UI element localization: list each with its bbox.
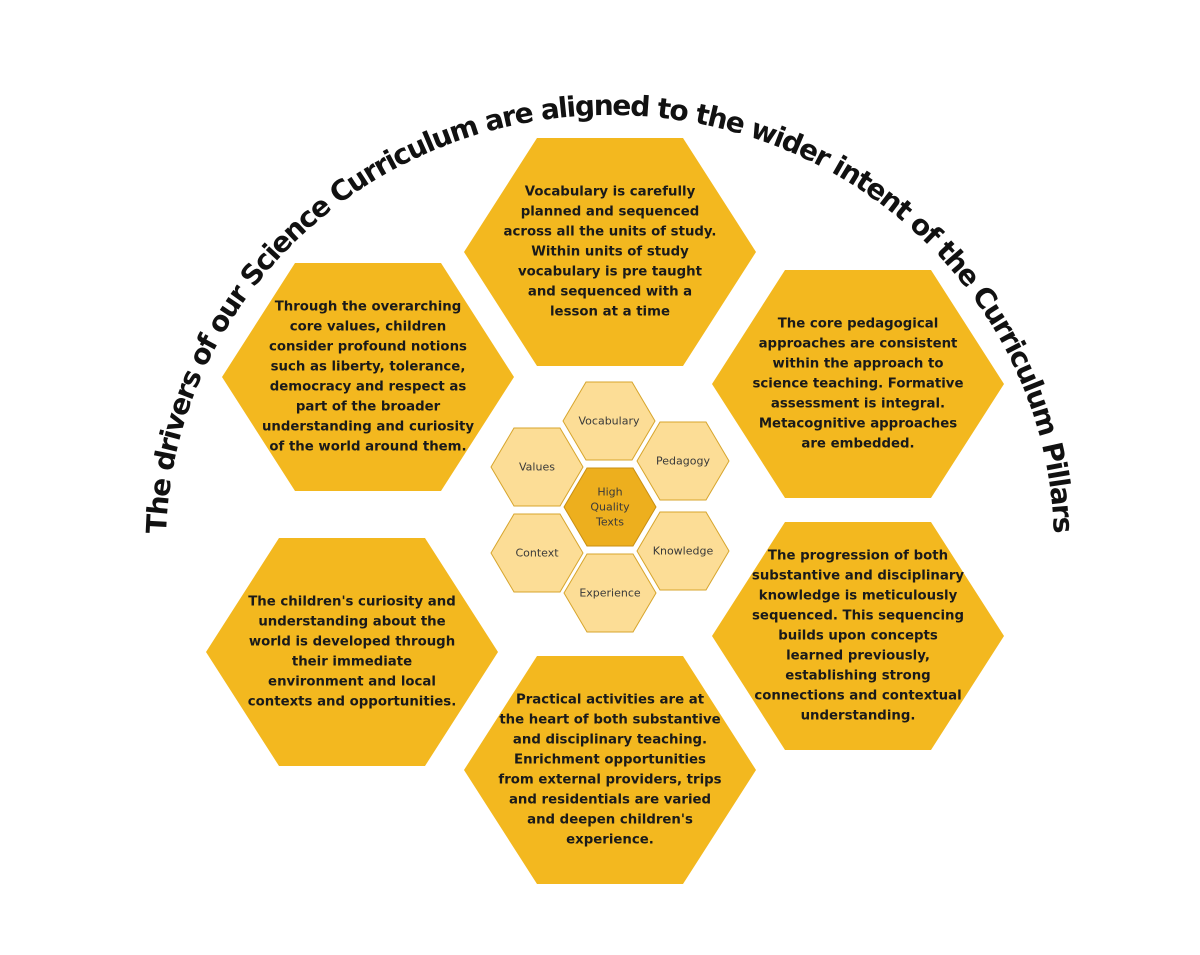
hex-experience-detail: Practical activities are at the heart of … xyxy=(464,656,756,884)
hex-vocabulary-detail-text: Vocabulary is carefully planned and seque… xyxy=(504,185,717,320)
text-line: consider profound notions xyxy=(269,340,467,355)
text-line: Metacognitive approaches xyxy=(759,417,957,432)
text-line: planned and sequenced xyxy=(521,205,700,220)
hexagon-shape xyxy=(222,263,514,491)
text-line: across all the units of study. xyxy=(504,225,717,240)
hex-knowledge-detail-text: The progression of both substantive and d… xyxy=(752,549,964,724)
text-line: environment and local xyxy=(268,675,436,690)
text-line: Through the overarching xyxy=(275,300,462,315)
hexagon-shape xyxy=(636,511,730,591)
text-line: Practical activities are at xyxy=(516,693,705,708)
text-line: Enrichment opportunities xyxy=(514,753,706,768)
hex-values: Values xyxy=(490,427,584,507)
hexagon-shape xyxy=(712,270,1004,498)
text-line: establishing strong xyxy=(785,669,930,684)
text-line: such as liberty, tolerance, xyxy=(271,360,466,375)
text-line: are embedded. xyxy=(801,437,914,452)
text-line: The children's curiosity and xyxy=(248,595,456,610)
hex-context-label: Context xyxy=(515,547,559,560)
text-line: approaches are consistent xyxy=(759,337,958,352)
text-line: Vocabulary is carefully xyxy=(525,185,696,200)
text-line: from external providers, trips xyxy=(498,773,721,788)
text-line: learned previously, xyxy=(786,649,930,664)
hex-pedagogy: Pedagogy xyxy=(636,421,730,501)
hex-experience-detail-text: Practical activities are at the heart of … xyxy=(498,693,721,848)
hex-context-detail: The children's curiosity and understandin… xyxy=(206,538,498,766)
hexagon-shape xyxy=(562,381,656,461)
hexagon-shape xyxy=(712,522,1004,750)
hex-context-detail-text: The children's curiosity and understandin… xyxy=(248,595,457,710)
text-line: knowledge is meticulously xyxy=(759,589,958,604)
hex-pedagogy-detail: The core pedagogical approaches are consi… xyxy=(712,270,1004,498)
hex-vocabulary: Vocabulary xyxy=(562,381,656,461)
text-line: the heart of both substantive xyxy=(499,713,720,728)
text-line: The core pedagogical xyxy=(778,317,939,332)
text-line: sequenced. This sequencing xyxy=(752,609,964,624)
text-line: part of the broader xyxy=(296,400,441,415)
hexagon-shape xyxy=(563,553,657,633)
text-line: High xyxy=(597,486,622,499)
hexagon-shape xyxy=(464,138,756,366)
hexagon-shape xyxy=(206,538,498,766)
hex-values-label: Values xyxy=(519,461,555,474)
hex-pedagogy-detail-text: The core pedagogical approaches are consi… xyxy=(753,317,964,452)
text-line: and disciplinary teaching. xyxy=(513,733,707,748)
text-line: contexts and opportunities. xyxy=(248,695,457,710)
text-line: lesson at a time xyxy=(550,305,670,320)
hex-values-detail-text: Through the overarching core values, chil… xyxy=(262,300,474,455)
text-line: understanding about the xyxy=(258,615,445,630)
text-line: of the world around them. xyxy=(269,440,466,455)
text-line: assessment is integral. xyxy=(771,397,945,412)
text-line: builds upon concepts xyxy=(778,629,938,644)
text-line: and residentials are varied xyxy=(509,793,711,808)
hex-knowledge-label: Knowledge xyxy=(653,545,714,558)
inner-hex-cluster: Vocabulary Pedagogy Knowledge Experience… xyxy=(490,381,730,633)
text-line: their immediate xyxy=(292,655,412,670)
hexagon-shape xyxy=(490,513,584,593)
text-line: understanding and curiosity xyxy=(262,420,474,435)
text-line: within the approach to xyxy=(773,357,944,372)
text-line: core values, children xyxy=(290,320,447,335)
text-line: understanding. xyxy=(801,709,916,724)
hexagon-shape xyxy=(636,421,730,501)
hex-experience-label: Experience xyxy=(579,587,641,600)
hex-values-detail: Through the overarching core values, chil… xyxy=(222,263,514,491)
text-line: Texts xyxy=(595,516,624,529)
text-line: and sequenced with a xyxy=(528,285,692,300)
hex-context: Context xyxy=(490,513,584,593)
text-line: science teaching. Formative xyxy=(753,377,964,392)
hexagon-shape xyxy=(563,467,657,547)
text-line: connections and contextual xyxy=(754,689,961,704)
hex-experience: Experience xyxy=(563,553,657,633)
text-line: substantive and disciplinary xyxy=(752,569,964,584)
text-line: vocabulary is pre taught xyxy=(518,265,703,280)
hex-pedagogy-label: Pedagogy xyxy=(656,455,710,468)
hex-vocabulary-label: Vocabulary xyxy=(579,415,640,428)
text-line: The progression of both xyxy=(768,549,948,564)
hexagon-shape xyxy=(490,427,584,507)
text-line: experience. xyxy=(566,833,654,848)
text-line: democracy and respect as xyxy=(270,380,467,395)
text-line: Quality xyxy=(590,501,630,514)
hexagon-shape xyxy=(464,656,756,884)
hex-knowledge: Knowledge xyxy=(636,511,730,591)
hex-vocabulary-detail: Vocabulary is carefully planned and seque… xyxy=(464,138,756,366)
text-line: Within units of study xyxy=(531,245,689,260)
text-line: world is developed through xyxy=(249,635,455,650)
text-line: and deepen children's xyxy=(527,813,693,828)
hex-knowledge-detail: The progression of both substantive and d… xyxy=(712,522,1004,750)
